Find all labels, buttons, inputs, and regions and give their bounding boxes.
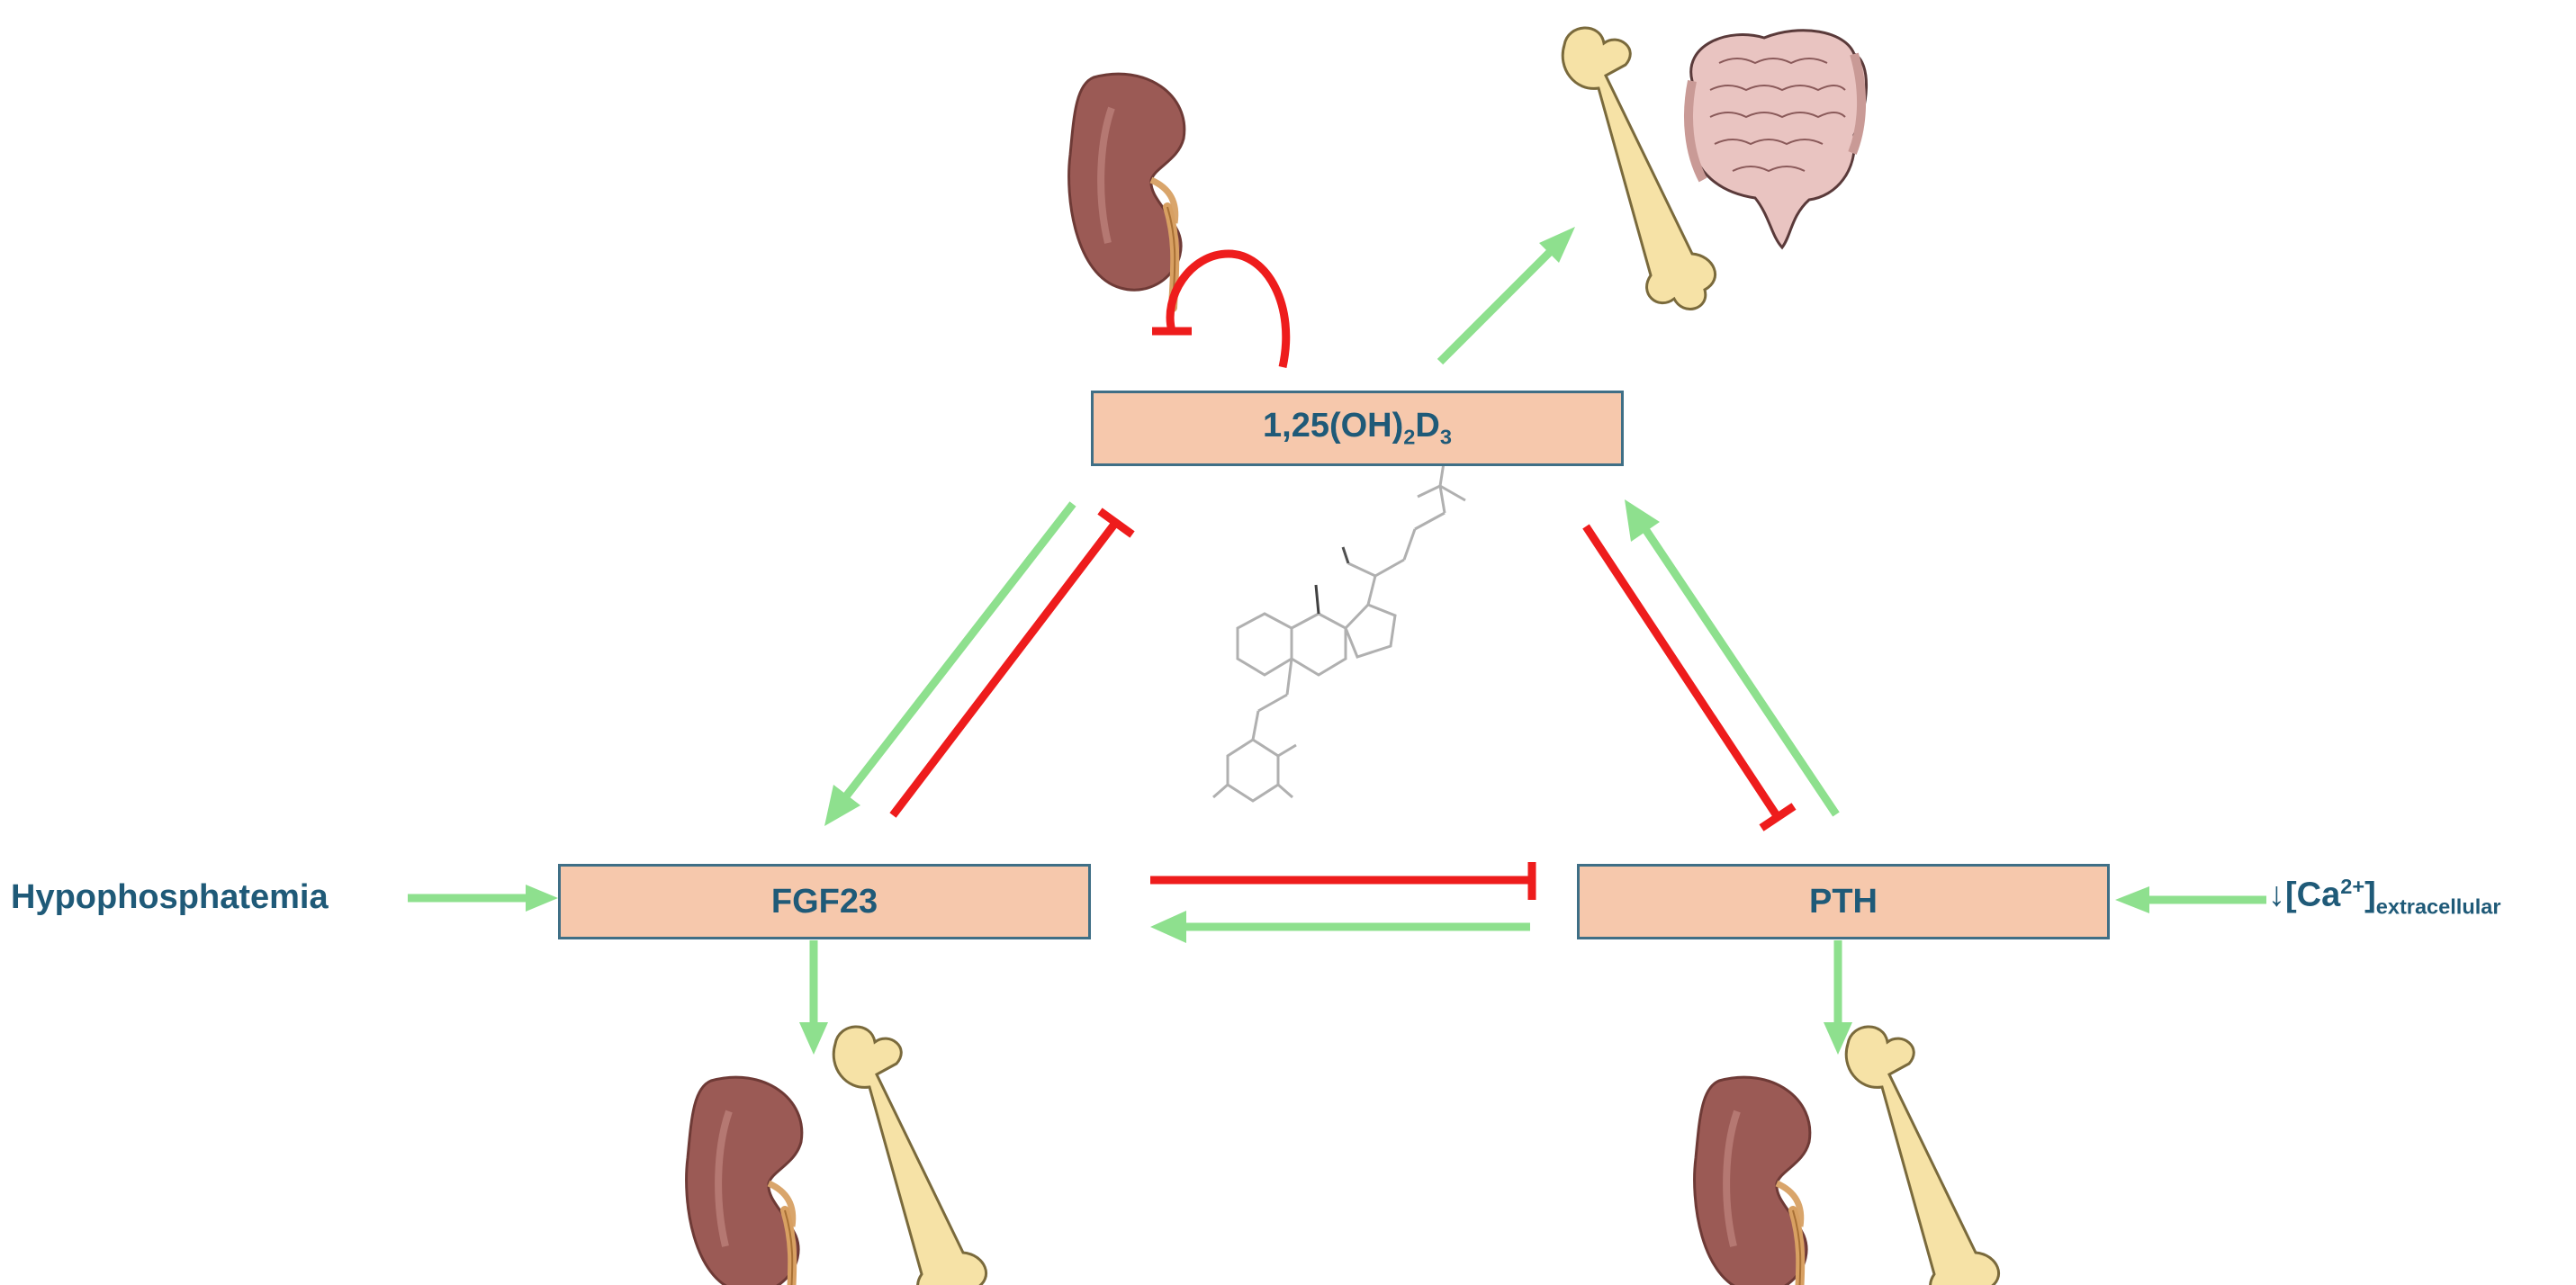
vitd-inhibits-fgf23-arrow [889, 508, 1135, 818]
activation-links [408, 227, 2266, 1055]
fgf23-inhibits-pth-arrow [1150, 862, 1536, 900]
vitamin-d-structure-icon [1212, 444, 1466, 803]
fgf23-to-kidney-bone-arrow [799, 940, 828, 1055]
vitd-inhibits-pth-arrow [1582, 524, 1797, 831]
kidney-icon [687, 1077, 802, 1285]
extracellular-calcium-label: ↓[Ca2+]extracellular [2268, 875, 2501, 919]
vitd-stimulates-fgf23-arrow [824, 501, 1076, 826]
kidney-icon [1695, 1077, 1810, 1285]
pth-stimulates-fgf23-arrow [1150, 911, 1530, 943]
bone-icon [832, 1025, 988, 1285]
calcium-to-pth-arrow [2115, 886, 2266, 913]
pth-to-kidney-bone-arrow [1824, 940, 1852, 1055]
inhibition-links [889, 249, 1797, 900]
fgf23-label: FGF23 [770, 882, 878, 921]
intestine-icon [1684, 29, 1869, 250]
vitamin-d-label: 1,25(OH)2D3 [1263, 407, 1452, 449]
vitd-self-inhibition-arrow [1152, 249, 1291, 368]
fgf23-node: FGF23 [558, 864, 1091, 939]
pth-stimulates-vitd-arrow [1625, 499, 1840, 817]
vitamin-d-node: 1,25(OH)2D3 [1091, 391, 1624, 466]
hypophosphatemia-to-fgf23-arrow [408, 885, 558, 912]
pth-node: PTH [1577, 864, 2110, 939]
vitd-to-bone-intestine-arrow [1437, 227, 1575, 365]
bone-icon [1844, 1025, 2001, 1285]
kidney-icon [1069, 74, 1184, 308]
pth-label: PTH [1809, 882, 1878, 921]
hypophosphatemia-label: Hypophosphatemia [11, 878, 329, 916]
